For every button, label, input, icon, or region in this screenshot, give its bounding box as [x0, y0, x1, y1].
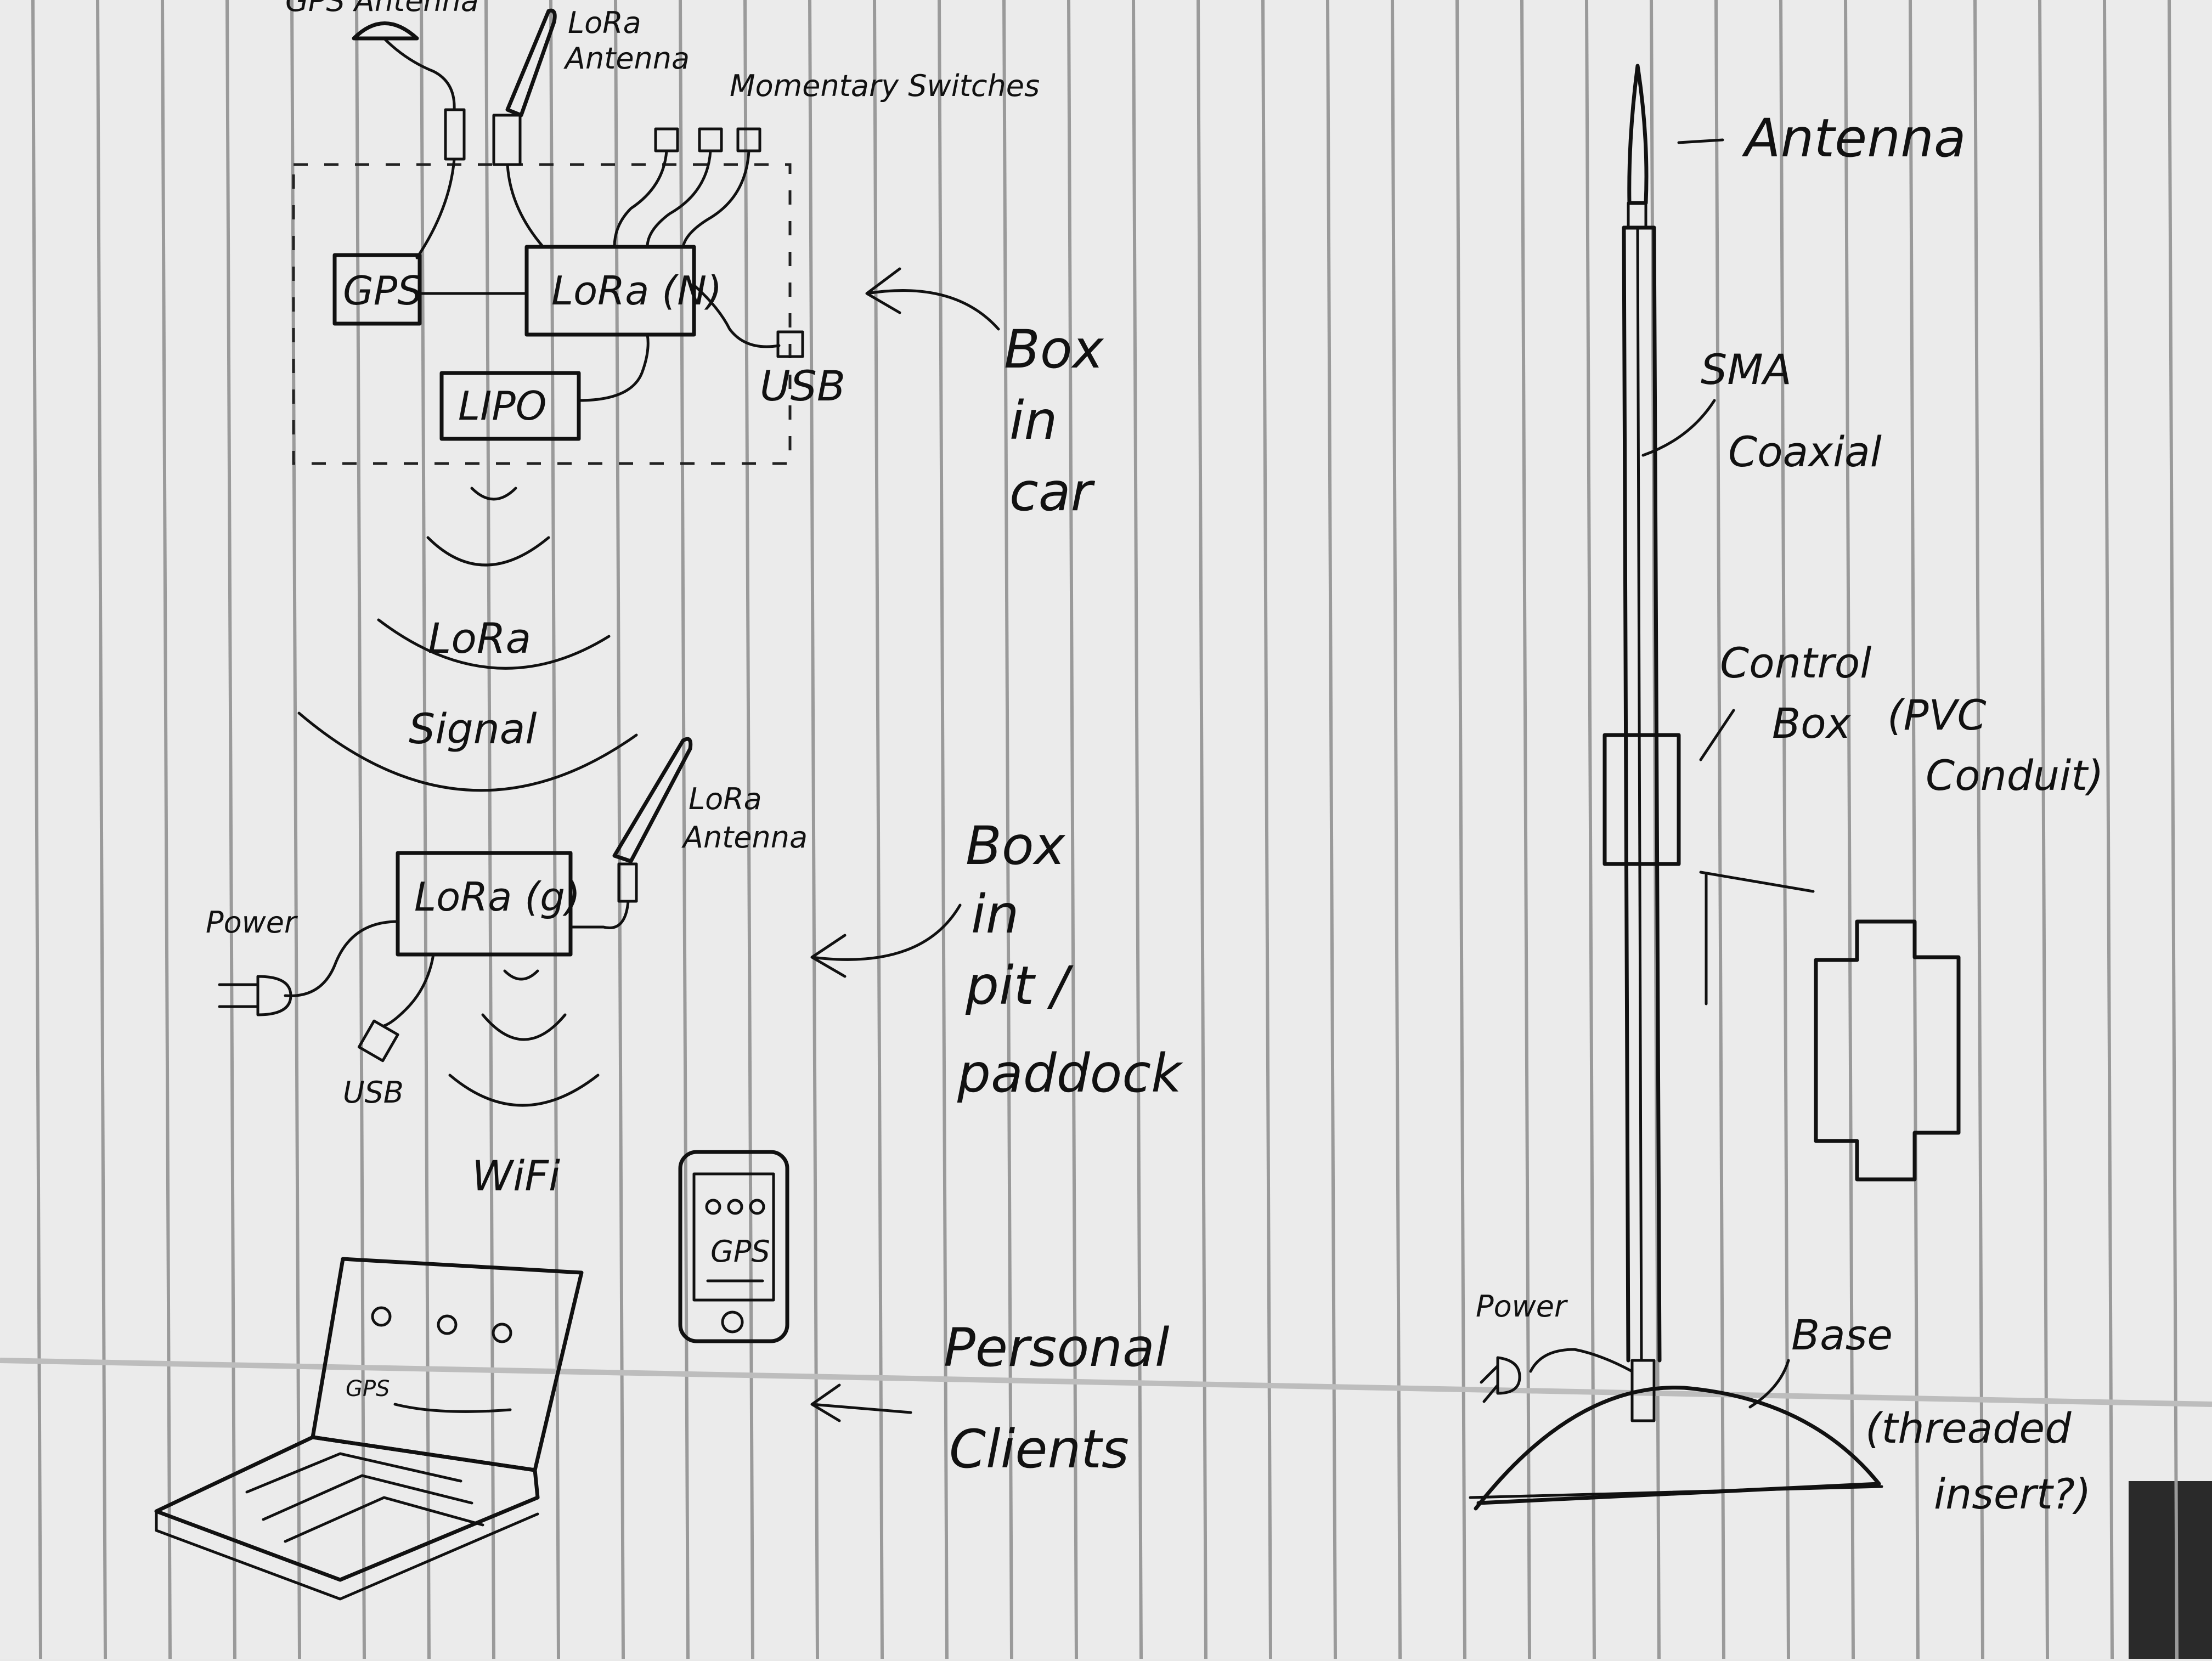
gps-module-label: GPS	[343, 268, 422, 314]
coax-label-line2: Coaxial	[1728, 427, 1882, 476]
base-label-line3: insert?)	[1934, 1470, 2091, 1518]
mast-power-label: Power	[1476, 1289, 1568, 1324]
base-label-line2: (threaded	[1865, 1404, 2072, 1453]
pit-caption-line2: in	[971, 884, 1019, 945]
wifi-label: WiFi	[472, 1151, 560, 1200]
phone-screen-label: GPS	[710, 1234, 770, 1269]
pvc-label-line1: (PVC	[1887, 691, 1987, 739]
pit-power-label: Power	[206, 905, 298, 940]
pit-caption-line3: pit /	[965, 955, 1074, 1016]
pit-lora-antenna-label-line1: LoRa	[689, 782, 762, 816]
lora-node-label: LoRa (N)	[551, 268, 722, 314]
gps-antenna-label: GPS Antenna	[285, 0, 479, 18]
car-caption-line2: in	[1009, 390, 1058, 451]
desk-shadow	[2129, 1481, 2212, 1659]
lipo-label: LIPO	[458, 383, 546, 429]
car-lora-antenna-label-line2: Antenna	[563, 41, 690, 76]
lora-gateway-label: LoRa (g)	[414, 874, 580, 920]
car-caption-line3: car	[1009, 461, 1096, 523]
pvc-label-line2: Conduit)	[1926, 751, 2104, 800]
coax-label-line1: SMA	[1701, 345, 1792, 394]
laptop-screen-label: GPS	[346, 1376, 390, 1402]
base-label-line1: Base	[1791, 1310, 1893, 1359]
mast-antenna-label: Antenna	[1741, 108, 1966, 169]
lora-signal-label-line1: LoRa	[428, 614, 531, 663]
pit-caption-line4: paddock	[957, 1043, 1183, 1104]
car-lora-antenna-label-line1: LoRa	[568, 5, 641, 40]
control-box-label-line2: Box	[1772, 699, 1852, 748]
control-box-label-line1: Control	[1720, 639, 1871, 687]
pit-caption-line1: Box	[966, 815, 1066, 877]
pit-usb-label: USB	[343, 1075, 404, 1110]
pit-lora-antenna-label-line2: Antenna	[681, 820, 808, 855]
car-caption-line1: Box	[1004, 319, 1104, 380]
switches-label: Momentary Switches	[730, 69, 1040, 103]
clients-caption-line2: Clients	[949, 1419, 1129, 1480]
clients-caption-line1: Personal	[944, 1317, 1170, 1378]
car-usb-label: USB	[760, 361, 845, 410]
lora-signal-label-line2: Signal	[409, 704, 537, 753]
